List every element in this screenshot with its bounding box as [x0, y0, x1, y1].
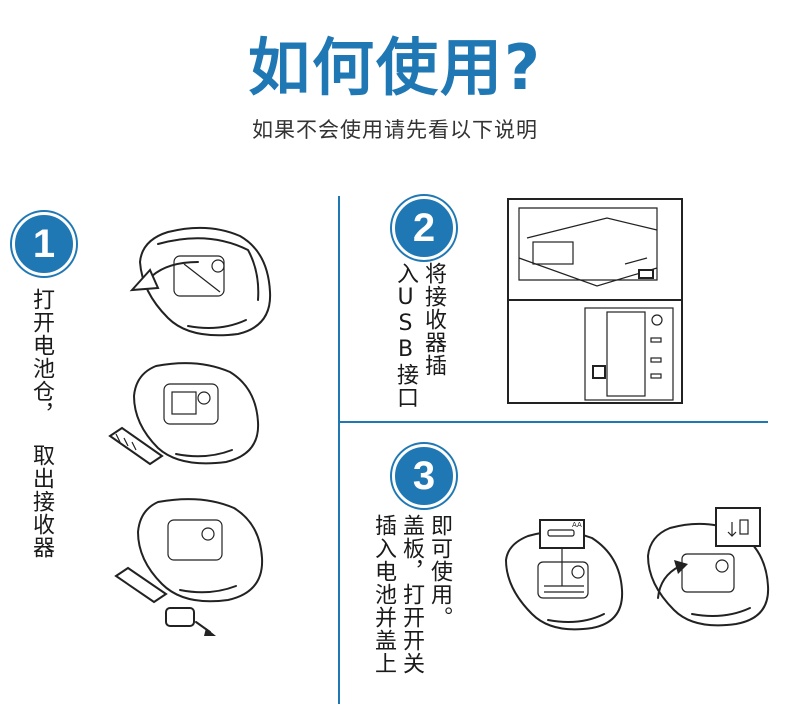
mouse-receiver-out-illustration	[114, 498, 264, 636]
battery-label: AA	[572, 521, 582, 529]
page-subtitle: 如果不会使用请先看以下说明	[252, 118, 538, 142]
step-2-text-col-2: 入USB接口	[393, 262, 418, 409]
page-title: 如何使用?	[248, 31, 542, 104]
mouse-open-battery-cover-illustration	[129, 226, 272, 337]
step-1-badge: 1	[12, 212, 76, 276]
step-2-badge: 2	[392, 196, 456, 260]
horizontal-divider	[338, 421, 768, 423]
vertical-divider	[338, 196, 340, 704]
laptop-and-desktop-usb-illustration	[507, 198, 683, 404]
step-2-text-col-1: 将接收器插	[421, 262, 446, 377]
mouse-remove-receiver-illustration	[108, 362, 260, 466]
step-3-text-col-2: 盖板，打开开关	[399, 514, 424, 675]
step-3-text-col-1: 插入电池并盖上	[371, 514, 396, 675]
mouse-insert-battery-illustration: AA	[504, 519, 624, 631]
mouse-close-cover-illustration	[646, 507, 770, 627]
step-3-text-col-3: 即可使用。	[427, 514, 452, 629]
step-1-text-col-2: 取出接收器	[29, 444, 54, 559]
step-3-badge: 3	[392, 444, 456, 508]
step-1-text-col-1: 打开电池仓，	[29, 288, 54, 426]
